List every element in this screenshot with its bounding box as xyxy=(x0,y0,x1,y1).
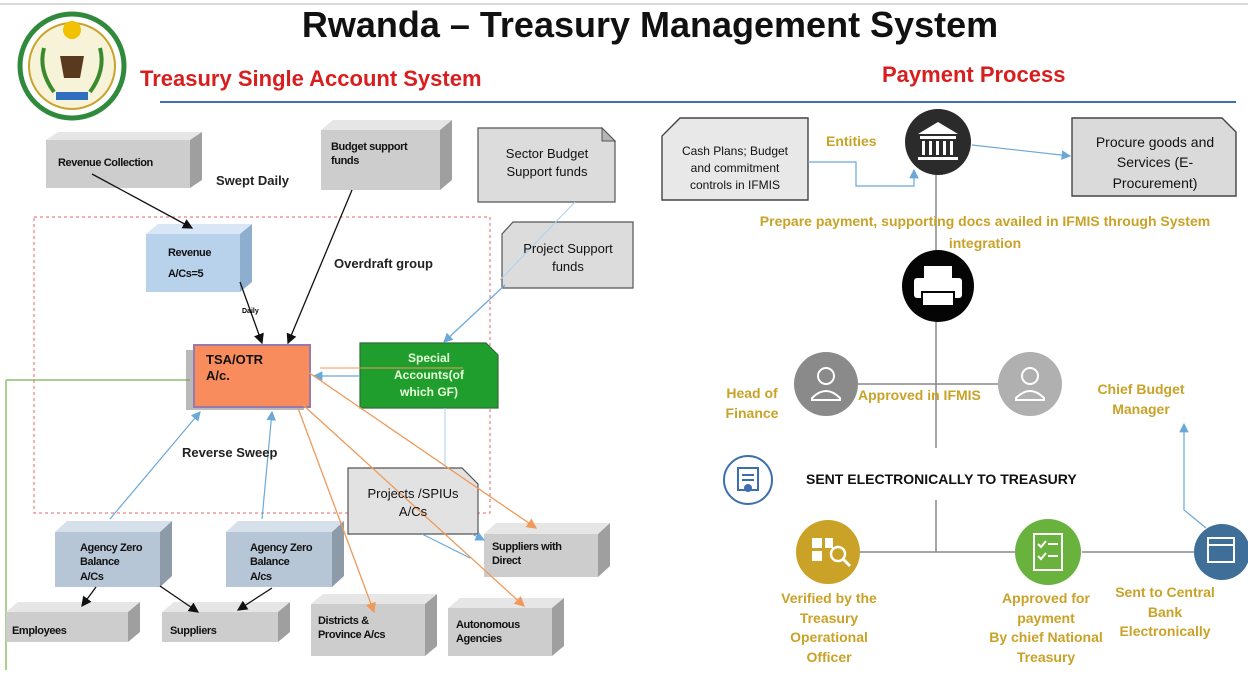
reverse-sweep-label: Reverse Sweep xyxy=(182,445,278,460)
left-subtitle: Treasury Single Account System xyxy=(140,66,482,91)
box-suppliers-direct xyxy=(484,523,610,577)
box-agency-zero-2 xyxy=(226,521,344,587)
suppliers-label: Suppliers xyxy=(170,625,217,637)
central-bank-screen-icon xyxy=(1194,524,1248,580)
box-procure xyxy=(1071,117,1237,197)
approved-ifmis-label: Approved in IFMIS xyxy=(858,387,981,403)
box-budget-support xyxy=(321,120,452,190)
box-revenue xyxy=(146,224,252,292)
box-employees xyxy=(6,602,140,642)
chief-budget-person-icon xyxy=(998,352,1062,416)
overdraft-group-label: Overdraft group xyxy=(334,256,433,271)
daily-label: Daily xyxy=(242,308,259,315)
swept-daily-label: Swept Daily xyxy=(216,173,289,188)
right-connectors xyxy=(808,144,1207,553)
revenue-collection-label: Revenue Collection xyxy=(58,157,153,169)
box-project-support xyxy=(501,221,634,289)
box-districts xyxy=(311,594,437,656)
approved-checklist-icon xyxy=(1015,519,1081,585)
verified-search-icon xyxy=(796,520,860,584)
box-autonomous xyxy=(448,598,564,656)
entities-bank-icon xyxy=(905,109,971,175)
page-title: Rwanda – Treasury Management System xyxy=(301,4,999,45)
box-projects-spius xyxy=(347,467,479,535)
entities-label: Entities xyxy=(826,133,877,149)
box-tsa-otr xyxy=(186,344,311,410)
head-of-finance-person-icon xyxy=(794,352,858,416)
box-revenue-collection xyxy=(46,132,202,188)
box-special-accounts xyxy=(359,342,499,409)
districts-label: Districts &Province A/cs xyxy=(318,615,386,642)
sent-electronically-label: SENT ELECTRONICALLY TO TREASURY xyxy=(806,471,1077,487)
sent-document-icon xyxy=(723,455,773,505)
employees-label: Employees xyxy=(12,625,67,637)
box-sector-budget xyxy=(477,126,617,203)
prepare-payment-label: Prepare payment, supporting docs availed… xyxy=(759,213,1211,251)
box-agency-zero-1 xyxy=(55,521,172,587)
rwanda-coat-of-arms-logo xyxy=(17,11,127,121)
box-cash-plans xyxy=(661,117,809,201)
printer-icon xyxy=(902,250,974,322)
right-subtitle: Payment Process xyxy=(882,62,1066,87)
left-arrows xyxy=(81,173,576,614)
